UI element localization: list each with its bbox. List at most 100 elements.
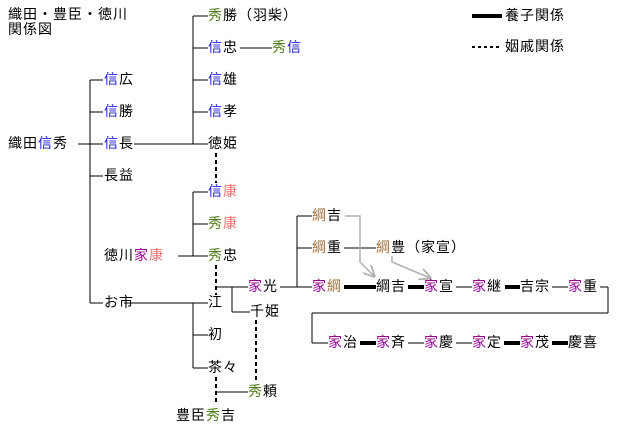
name-segment: 信 <box>208 184 223 200</box>
node-ieshige: 家重 <box>568 279 598 295</box>
name-segment: 秀 <box>208 8 223 24</box>
name-segment: 家 <box>568 279 583 295</box>
name-segment: 豊臣 <box>176 408 206 424</box>
name-segment: 茶々 <box>208 360 238 376</box>
node-hatsu: 初 <box>208 327 223 343</box>
name-segment: 家 <box>376 335 391 351</box>
node-iesada: 家定 <box>472 335 502 351</box>
name-segment: 吉宗 <box>520 279 550 295</box>
name-segment: 家 <box>424 279 439 295</box>
name-segment: 信 <box>208 72 223 88</box>
legend-adoption-label: 養子関係 <box>505 8 565 24</box>
name-segment: 慶 <box>439 335 454 351</box>
node-hidenobu: 秀信 <box>272 40 302 56</box>
name-segment: 斉 <box>391 335 406 351</box>
name-segment: 信 <box>104 72 119 88</box>
node-senhime: 千姫 <box>250 304 280 320</box>
node-tsunatoyo: 綱豊（家宣） <box>376 240 466 256</box>
name-segment: 慶喜 <box>568 335 598 351</box>
node-nagamasu: 長益 <box>104 168 134 184</box>
name-segment: 信 <box>38 136 53 152</box>
name-segment: 信 <box>104 136 119 152</box>
name-segment: 豊（家宣） <box>391 240 466 256</box>
title-line-1: 織田・豊臣・徳川 <box>8 7 128 23</box>
node-toyotomi-hideyoshi: 豊臣秀吉 <box>176 408 236 424</box>
name-segment: 徳川 <box>104 248 134 264</box>
name-segment: 忠 <box>223 40 238 56</box>
name-segment: 家 <box>328 335 343 351</box>
node-hideyori: 秀頼 <box>248 384 278 400</box>
node-iemitsu: 家光 <box>248 279 278 295</box>
node-iemochi: 家茂 <box>520 335 550 351</box>
name-segment: 江 <box>208 295 223 311</box>
name-segment: 綱 <box>312 208 327 224</box>
name-segment: 家 <box>472 335 487 351</box>
node-tokuhime: 徳姫 <box>208 136 238 152</box>
node-chacha: 茶々 <box>208 360 238 376</box>
name-segment: 信 <box>208 40 223 56</box>
name-segment: 雄 <box>223 72 238 88</box>
name-segment: 秀 <box>272 40 287 56</box>
node-oichi: お市 <box>104 295 134 311</box>
legend-marriage-label: 姻戚関係 <box>505 39 565 55</box>
name-segment: 重 <box>327 240 342 256</box>
node-tsunashige: 綱重 <box>312 240 342 256</box>
name-segment: 初 <box>208 327 223 343</box>
node-nobutada: 信忠 <box>208 40 238 56</box>
name-segment: 綱 <box>312 240 327 256</box>
name-segment: 康 <box>149 248 164 264</box>
name-segment: 秀 <box>208 248 223 264</box>
name-segment: お市 <box>104 295 134 311</box>
name-segment: 長益 <box>104 168 134 184</box>
title-line-2: 関係図 <box>8 22 53 38</box>
name-segment: 綱 <box>327 279 342 295</box>
name-segment: 康 <box>223 184 238 200</box>
name-segment: 家 <box>134 248 149 264</box>
name-segment: 千姫 <box>250 304 280 320</box>
node-ietsuna: 家綱 <box>312 279 342 295</box>
name-segment: 秀 <box>208 216 223 232</box>
name-segment: 治 <box>343 335 358 351</box>
name-segment: 家 <box>520 335 535 351</box>
node-yoshimune: 吉宗 <box>520 279 550 295</box>
name-segment: 長 <box>119 136 134 152</box>
node-tsunayoshi-origin: 綱吉 <box>312 208 342 224</box>
node-ieyoshi: 家慶 <box>424 335 454 351</box>
name-segment: 勝（羽柴） <box>223 8 298 24</box>
name-segment: 定 <box>487 335 502 351</box>
name-segment: 徳姫 <box>208 136 238 152</box>
name-segment: 光 <box>263 279 278 295</box>
node-ieharu: 家治 <box>328 335 358 351</box>
name-segment: 家 <box>424 335 439 351</box>
name-segment: 秀 <box>206 408 221 424</box>
node-nobukatsu: 信雄 <box>208 72 238 88</box>
name-segment: 織田 <box>8 136 38 152</box>
name-segment: 信 <box>208 104 223 120</box>
name-segment: 宣 <box>439 279 454 295</box>
node-ienobu: 家宣 <box>424 279 454 295</box>
node-yoshinobu: 慶喜 <box>568 335 598 351</box>
node-nobuhiro: 信広 <box>104 72 134 88</box>
name-segment: 広 <box>119 72 134 88</box>
name-segment: 吉 <box>327 208 342 224</box>
node-nobukatsu-brother: 信勝 <box>104 104 134 120</box>
name-segment: 綱吉 <box>376 279 406 295</box>
node-go: 江 <box>208 295 223 311</box>
node-ienari: 家斉 <box>376 335 406 351</box>
name-segment: 茂 <box>535 335 550 351</box>
node-hideyasu: 秀康 <box>208 216 238 232</box>
name-segment: 綱 <box>376 240 391 256</box>
node-ietsugu: 家継 <box>472 279 502 295</box>
node-nobunaga: 信長 <box>104 136 134 152</box>
name-segment: 勝 <box>119 104 134 120</box>
name-segment: 秀 <box>53 136 68 152</box>
name-segment: 信 <box>287 40 302 56</box>
name-segment: 秀 <box>248 384 263 400</box>
name-segment: 家 <box>248 279 263 295</box>
node-tsunayoshi: 綱吉 <box>376 279 406 295</box>
node-nobutaka: 信孝 <box>208 104 238 120</box>
name-segment: 康 <box>223 216 238 232</box>
name-segment: 家 <box>472 279 487 295</box>
name-segment: 頼 <box>263 384 278 400</box>
name-segment: 信 <box>104 104 119 120</box>
